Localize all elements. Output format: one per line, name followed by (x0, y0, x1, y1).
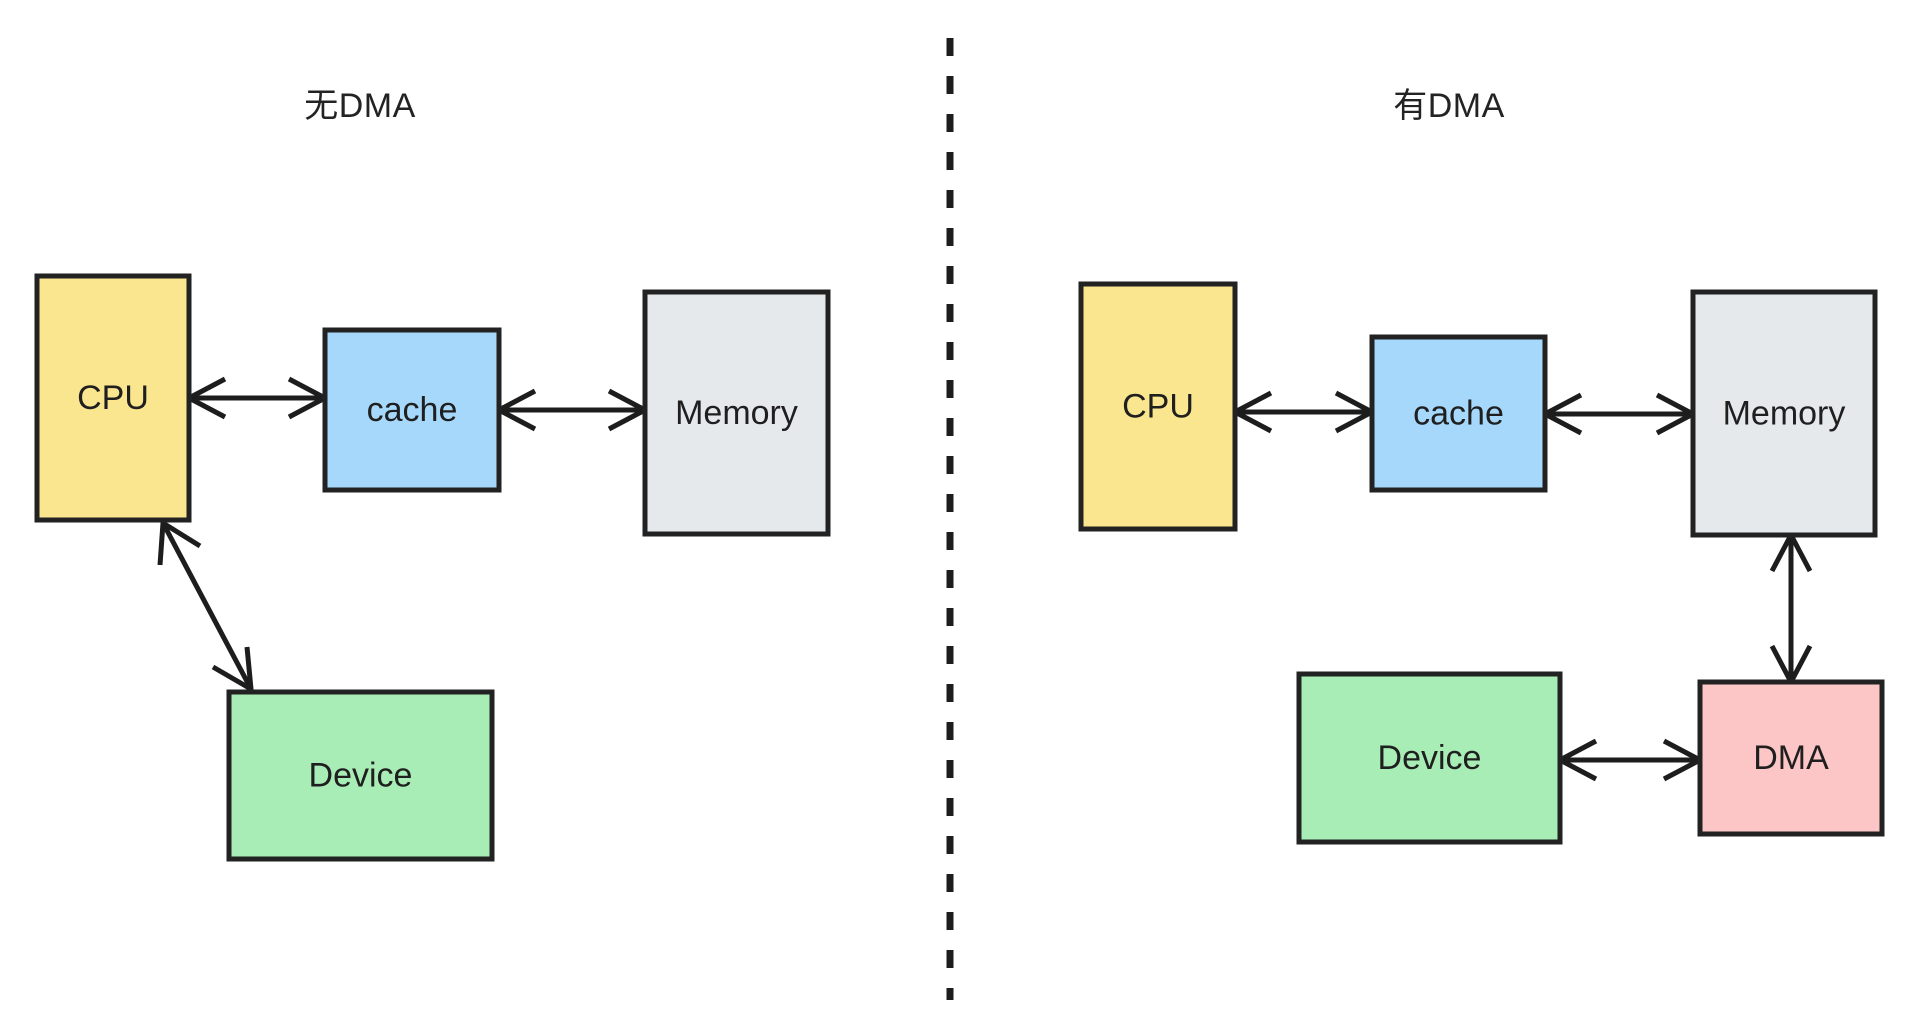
node-label-cpu-right: CPU (1122, 387, 1194, 425)
node-label-cache-right: cache (1413, 394, 1504, 432)
node-label-device-left: Device (309, 756, 413, 794)
edge-memory-dma-right (1769, 529, 1813, 688)
node-cpu-left[interactable]: CPU (34, 273, 192, 523)
panel-left: CPU cache Memory Device (34, 273, 831, 862)
node-box-device-left[interactable] (226, 689, 495, 862)
node-box-memory-left[interactable] (642, 289, 831, 537)
edge-cpu-cache-right (1229, 390, 1378, 434)
node-dma-right[interactable]: DMA (1697, 679, 1885, 837)
edge-cache-memory-left (493, 388, 651, 432)
node-box-cache-left[interactable] (322, 327, 502, 493)
edge-device-dma-right (1554, 738, 1706, 782)
node-box-cpu-right[interactable] (1078, 281, 1238, 532)
edge-cpu-device-left (157, 518, 254, 694)
panel-right: CPU cache Memory Device DMA (1078, 281, 1885, 845)
node-label-memory-left: Memory (675, 394, 798, 432)
node-memory-left[interactable]: Memory (642, 289, 831, 537)
node-memory-right[interactable]: Memory (1690, 289, 1878, 538)
node-device-right[interactable]: Device (1296, 671, 1563, 845)
node-box-cache-right[interactable] (1369, 334, 1548, 493)
node-box-device-right[interactable] (1296, 671, 1563, 845)
panel-title-right: 有DMA (1393, 87, 1505, 125)
panel-title-left: 无DMA (304, 87, 416, 125)
node-label-memory-right: Memory (1723, 394, 1846, 432)
edge-cache-memory-right (1539, 392, 1699, 436)
node-cache-right[interactable]: cache (1369, 334, 1548, 493)
node-cpu-right[interactable]: CPU (1078, 281, 1238, 532)
node-device-left[interactable]: Device (226, 689, 495, 862)
node-label-device-right: Device (1378, 739, 1482, 777)
node-box-dma-right[interactable] (1697, 679, 1885, 837)
node-box-memory-right[interactable] (1690, 289, 1878, 538)
node-cache-left[interactable]: cache (322, 327, 502, 493)
node-label-cpu-left: CPU (77, 379, 149, 417)
node-label-cache-left: cache (367, 391, 458, 429)
node-label-dma-right: DMA (1753, 739, 1829, 777)
edge-cpu-cache-left (183, 376, 331, 420)
node-box-cpu-left[interactable] (34, 273, 192, 523)
